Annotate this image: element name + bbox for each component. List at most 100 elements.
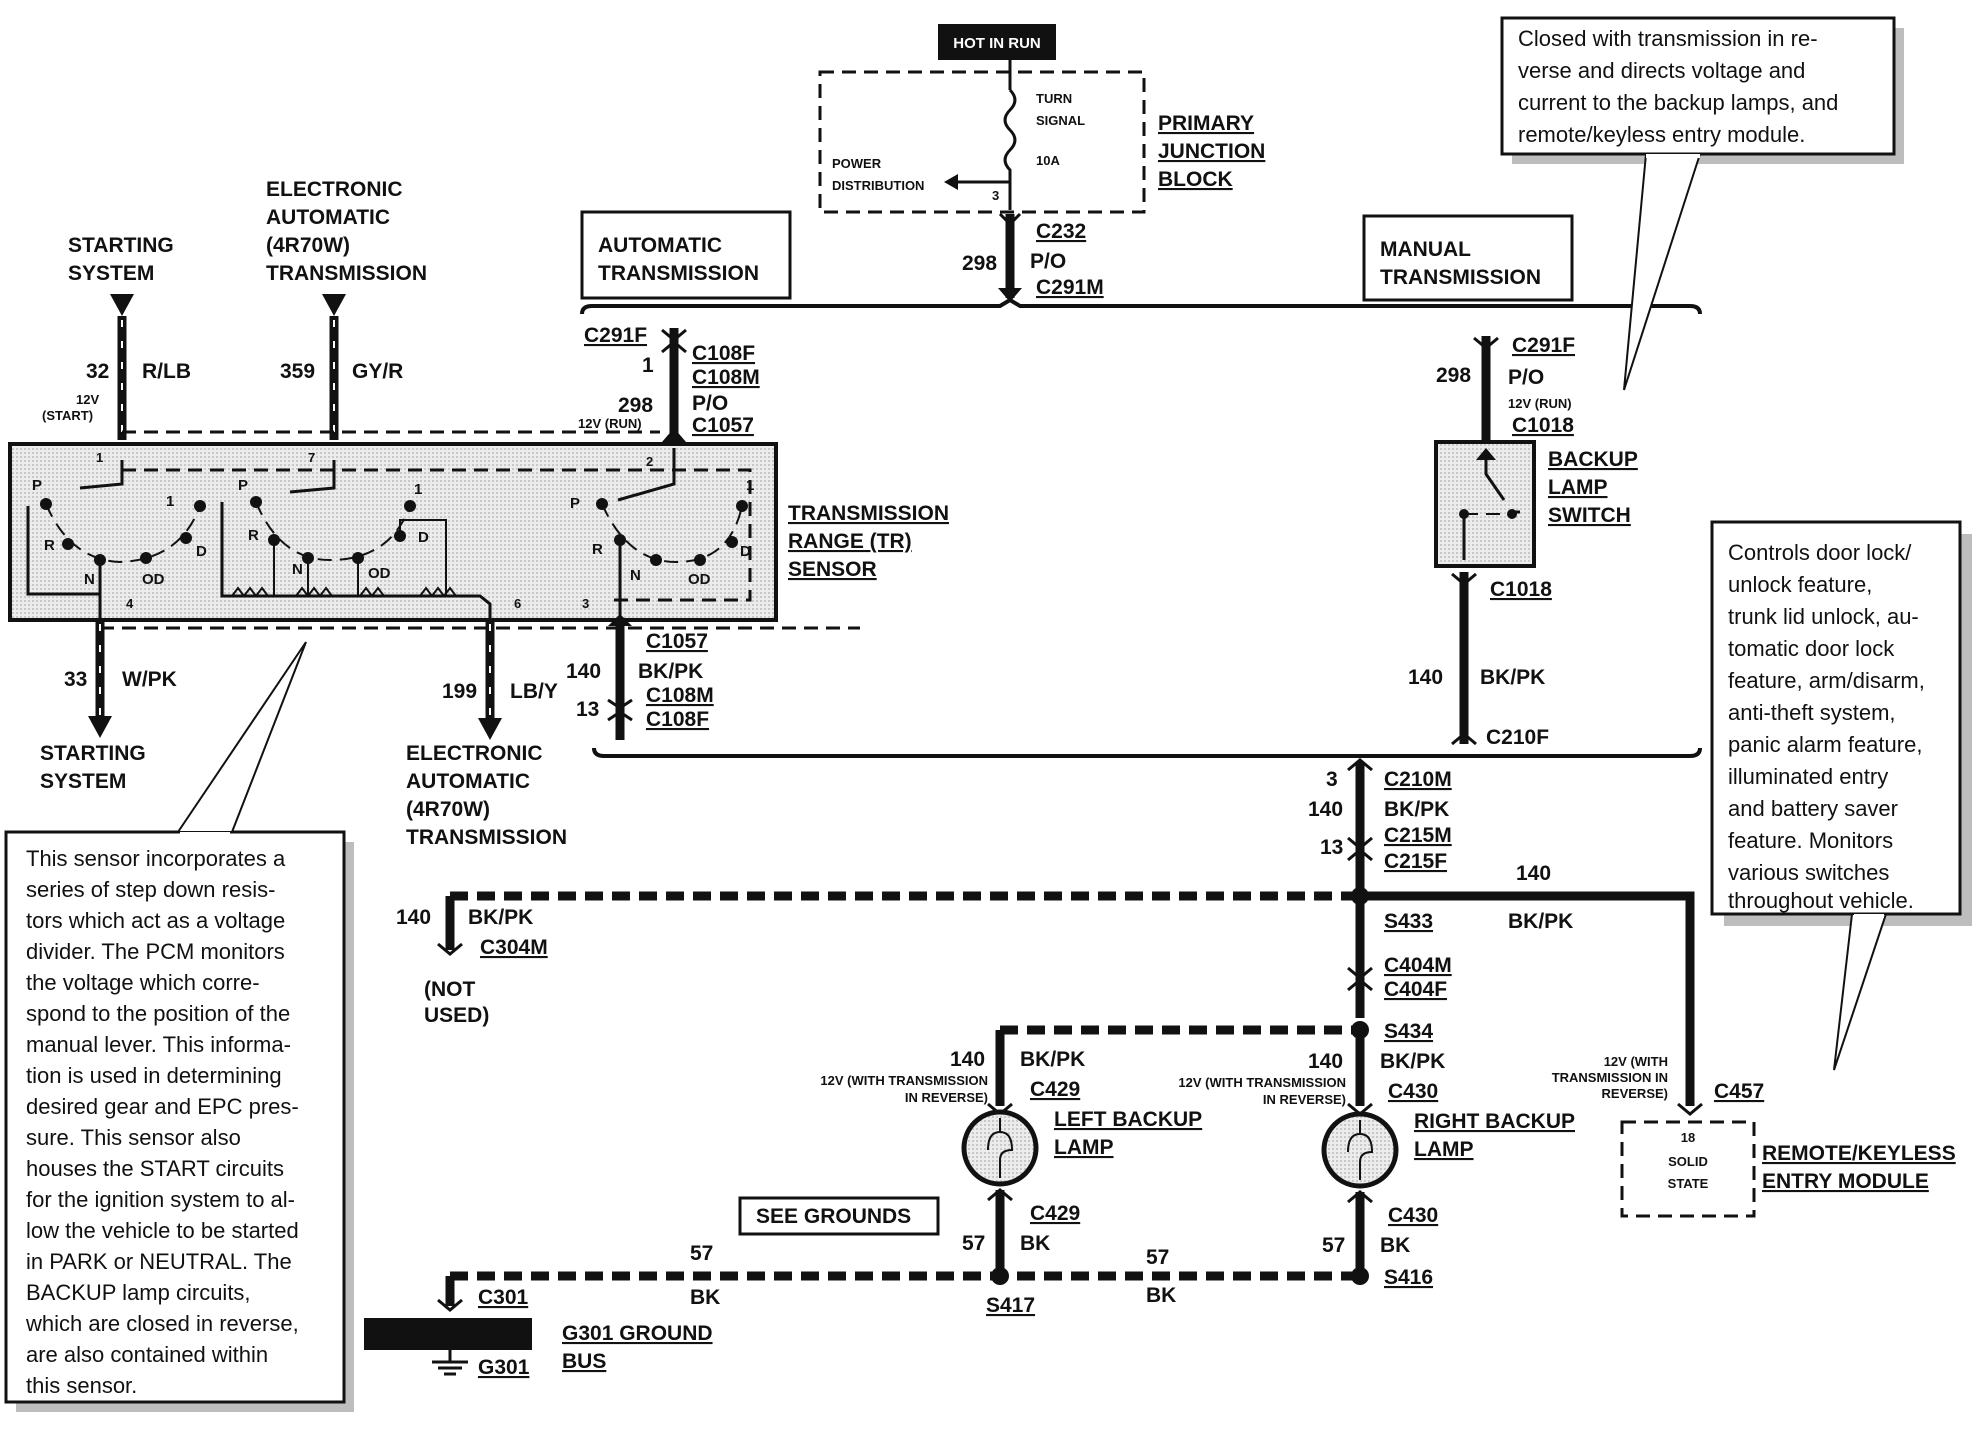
note-right-line-11: various switches <box>1728 860 1889 885</box>
c359-color: GY/R <box>352 360 403 383</box>
right-lamp-c57: 57 <box>1322 1234 1345 1257</box>
ground-c57-mid: 57 <box>1146 1246 1169 1269</box>
right-lamp-title-2: LAMP <box>1414 1138 1474 1161</box>
note-left-line-1: This sensor incorporates a <box>26 846 286 871</box>
junction-block-outline <box>818 70 1146 214</box>
eat-bottom-2: AUTOMATIC <box>406 770 530 793</box>
manual-color-po: P/O <box>1508 366 1544 389</box>
bl-conn-c108f: C108F <box>646 708 709 731</box>
starting-arrow-bottom-icon <box>88 716 112 738</box>
ground-c57-left-color: BK <box>690 1286 720 1309</box>
tr-right-p: P <box>570 495 580 512</box>
power-dist-2: DISTRIBUTION <box>832 178 924 193</box>
left-lamp-c57: 57 <box>962 1232 985 1255</box>
center-trunk: 3 C210M 140 BK/PK C215M 13 C215F S433 C4… <box>450 758 1695 1106</box>
bl-conn-c1057: C1057 <box>646 630 708 653</box>
junction-title-3: BLOCK <box>1158 168 1233 191</box>
eat-bottom-1: ELECTRONIC <box>406 742 543 765</box>
auto-trans-line-1: AUTOMATIC <box>598 234 722 257</box>
note-right-line-4: tomatic door lock <box>1728 636 1895 661</box>
right-lamp-volt-1: 12V (WITH TRANSMISSION <box>1178 1075 1346 1090</box>
left-lamp-c140: 140 <box>950 1048 985 1071</box>
ground-c57-left: 57 <box>690 1242 713 1265</box>
c32-volt: 12V <box>76 392 99 407</box>
manual-conn-c1018: C1018 <box>1512 414 1574 437</box>
bl-c140: 140 <box>566 660 601 683</box>
manual-conn-c291f: C291F <box>1512 334 1575 357</box>
note-rke: Controls door lock/ unlock feature, trun… <box>1710 520 1972 1071</box>
starting-system-top-1: STARTING <box>68 234 174 257</box>
fuse-rating: 10A <box>1036 153 1060 168</box>
c199-number: 199 <box>442 680 477 703</box>
junction-title-1: PRIMARY <box>1158 112 1254 135</box>
not-used-line-1: (NOT <box>424 978 475 1001</box>
not-used-conn: C304M <box>480 936 548 959</box>
center-s433: S433 <box>1384 910 1433 933</box>
manual-c140: 140 <box>1408 666 1443 689</box>
tr-pin-7: 7 <box>308 450 315 465</box>
note-left-line-2: series of step down resis- <box>26 877 275 902</box>
auto-color-po: P/O <box>692 392 728 415</box>
transmission-range-sensor: 1 7 2 4 6 3 P R N OD D 1 P R N OD D 1 <box>8 442 949 622</box>
right-bulb-icon <box>1321 1111 1399 1189</box>
feed-conn-c232: C232 <box>1036 220 1086 243</box>
not-used-color: BK/PK <box>468 906 533 929</box>
bl-conn-c108m: C108M <box>646 684 714 707</box>
eat-top-1: ELECTRONIC <box>266 178 403 201</box>
right-lamp-title-1: RIGHT BACKUP <box>1414 1110 1575 1133</box>
c32-condition: (START) <box>42 408 93 423</box>
note-left-line-6: spond to the position of the <box>26 1001 290 1026</box>
switch-title-3: SWITCH <box>1548 504 1631 527</box>
left-lamp-conn: C429 <box>1030 1078 1080 1101</box>
starting-system-top-2: SYSTEM <box>68 262 154 285</box>
tr-pin-1: 1 <box>96 450 103 465</box>
left-lamp-color: BK/PK <box>1020 1048 1085 1071</box>
note-left-line-3: tors which act as a voltage <box>26 908 285 933</box>
note-left-line-13: low the vehicle to be started <box>26 1218 299 1243</box>
tr-pin-2: 2 <box>646 454 653 469</box>
tr-mid-r: R <box>248 527 259 544</box>
center-c140: 140 <box>1308 798 1343 821</box>
tr-left-n: N <box>84 571 95 588</box>
center-c140-color: BK/PK <box>1384 798 1449 821</box>
left-bulb-icon <box>961 1109 1039 1187</box>
eat-top-2: AUTOMATIC <box>266 206 390 229</box>
auto-volt-run: 12V (RUN) <box>578 416 642 431</box>
feed-circuit-number: 298 <box>962 252 997 275</box>
note-right-line-2: unlock feature, <box>1728 572 1872 597</box>
bl-c140-color: BK/PK <box>638 660 703 683</box>
center-conn-c210m: C210M <box>1384 768 1452 791</box>
note-right-line-6: anti-theft system, <box>1728 700 1896 725</box>
note-top-right-line-4: remote/keyless entry module. <box>1518 122 1805 147</box>
c32-color: R/LB <box>142 360 191 383</box>
tr-right-od: OD <box>688 571 711 588</box>
auto-circuit-298: 298 <box>618 394 653 417</box>
rke-solid-2: STATE <box>1668 1176 1709 1191</box>
tr-right-d: D <box>740 543 751 560</box>
primary-junction-block: HOT IN RUN TURN SIGNAL 10A 3 POWER DISTR… <box>818 24 1265 214</box>
note-left-line-18: this sensor. <box>26 1373 137 1398</box>
junction-title-2: JUNCTION <box>1158 140 1265 163</box>
left-lamp-c57-color: BK <box>1020 1232 1050 1255</box>
left-lamp-title-2: LAMP <box>1054 1136 1114 1159</box>
tr-title-2: RANGE (TR) <box>788 530 912 553</box>
auto-branch-298: C291F 1 C108F C108M 298 P/O 12V (RUN) C1… <box>578 324 760 442</box>
ground-bus-2: BUS <box>562 1350 606 1373</box>
automatic-transmission-box <box>580 210 792 300</box>
ground-bus-1: G301 GROUND <box>562 1322 713 1345</box>
tr-sensor-outline <box>8 442 778 622</box>
auto-conn-c108m: C108M <box>692 366 760 389</box>
tr-left-1: 1 <box>166 493 174 510</box>
right-lamp-conn-bottom: C430 <box>1388 1204 1438 1227</box>
ground-bus-bar <box>364 1318 532 1350</box>
tr-mid-od: OD <box>368 565 391 582</box>
lower-bus-bar <box>592 747 1702 758</box>
tr-left-od: OD <box>142 571 165 588</box>
tr-mid-n: N <box>292 561 303 578</box>
right-lamp-c57-color: BK <box>1380 1234 1410 1257</box>
ground-conn-c301: C301 <box>478 1286 529 1309</box>
note-right-line-12: throughout vehicle. <box>1728 888 1914 913</box>
auto-trans-line-2: TRANSMISSION <box>598 262 759 285</box>
note-right-line-5: feature, arm/disarm, <box>1728 668 1925 693</box>
